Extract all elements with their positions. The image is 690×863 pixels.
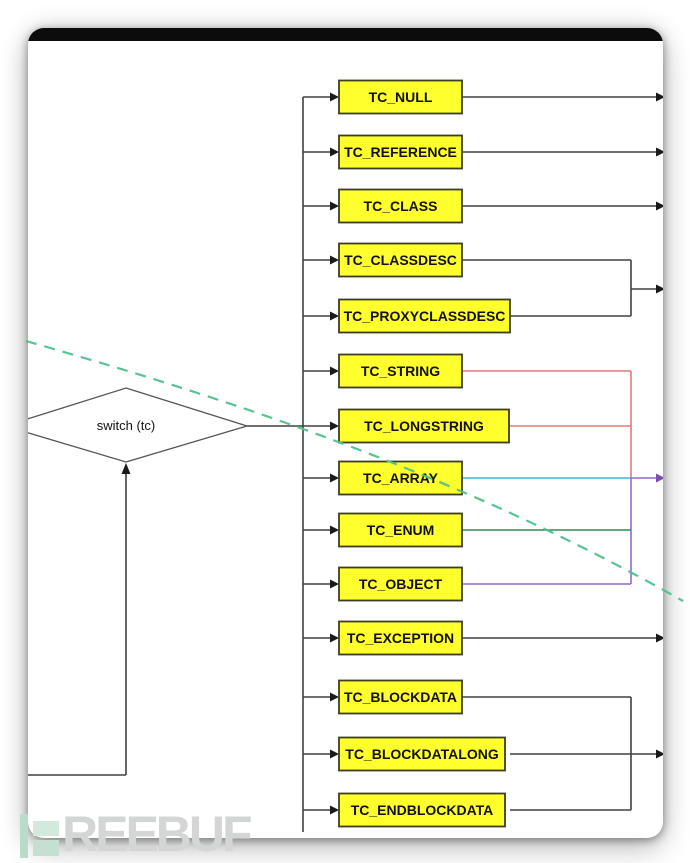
node-tc-classdesc	[338, 242, 463, 278]
node-tc-reference	[338, 134, 463, 170]
diagram-card: switch (tc) TC_NULL TC_REFERENCE TC_CLASS TC…	[28, 28, 663, 838]
tc-blockdatalong-exit-line-arrowhead	[656, 749, 663, 759]
tc-reference-exit-line-arrowhead	[656, 147, 663, 157]
node-label-tc-classdesc: TC_CLASSDESC	[344, 252, 457, 268]
branch-arrowhead-tc-classdesc	[330, 255, 339, 265]
branch-arrowhead-tc-class	[330, 201, 339, 211]
node-label-tc-reference: TC_REFERENCE	[344, 144, 457, 160]
branch-arrowhead-tc-proxyclassdesc	[330, 311, 339, 321]
branch-arrowhead-tc-array	[330, 473, 339, 483]
loopback-vertical-line-arrowhead	[121, 463, 131, 474]
branch-arrowhead-tc-blockdatalong	[330, 749, 339, 759]
freebuf-logo-bar	[20, 814, 28, 858]
node-label-tc-class: TC_CLASS	[364, 198, 438, 214]
freebuf-watermark: REEBUF	[18, 806, 253, 862]
branch-arrowhead-tc-null	[330, 92, 339, 102]
node-tc-class	[338, 188, 463, 224]
node-label-tc-blockdata: TC_BLOCKDATA	[344, 689, 457, 705]
node-tc-proxyclassdesc	[338, 298, 511, 334]
node-label-tc-exception: TC_EXCEPTION	[347, 630, 454, 646]
branch-arrowhead-tc-string	[330, 366, 339, 376]
branch-arrowhead-tc-blockdata	[330, 692, 339, 702]
node-label-tc-longstring: TC_LONGSTRING	[364, 418, 484, 434]
node-label-tc-proxyclassdesc: TC_PROXYCLASSDESC	[344, 308, 506, 324]
tc-class-exit-line-arrowhead	[656, 201, 663, 211]
branch-arrowhead-tc-exception	[330, 633, 339, 643]
node-tc-blockdatalong	[338, 736, 506, 772]
branch-arrowhead-tc-object	[330, 579, 339, 589]
freebuf-logo-block-bottom	[33, 840, 59, 856]
branch-arrowhead-tc-reference	[330, 147, 339, 157]
branch-arrowhead-tc-longstring	[330, 421, 339, 431]
branch-arrowhead-tc-endblockdata	[330, 805, 339, 815]
tc-exception-exit-line-arrowhead	[656, 633, 663, 643]
object-group-exit-line-arrowhead	[656, 473, 663, 483]
node-label-tc-object: TC_OBJECT	[359, 576, 443, 592]
tc-null-exit-line-arrowhead	[656, 92, 663, 102]
switch-decision-label: switch (tc)	[97, 418, 156, 433]
card-topbar	[28, 28, 663, 41]
node-label-tc-endblockdata: TC_ENDBLOCKDATA	[351, 802, 494, 818]
freebuf-logo-block-top	[33, 821, 59, 836]
flowchart: switch (tc) TC_NULL TC_REFERENCE TC_CLASS TC…	[28, 79, 663, 832]
freebuf-watermark-text: REEBUF	[62, 806, 253, 862]
node-label-tc-string: TC_STRING	[361, 363, 440, 379]
node-tc-blockdata	[338, 679, 463, 715]
classdesc-merge-exit-line-arrowhead	[656, 284, 663, 294]
node-tc-null	[338, 79, 463, 115]
freebuf-logo-icon	[20, 814, 59, 858]
node-label-tc-blockdatalong: TC_BLOCKDATALONG	[345, 746, 499, 762]
node-label-tc-array: TC_ARRAY	[363, 470, 439, 486]
node-tc-endblockdata	[338, 792, 506, 828]
node-label-tc-enum: TC_ENUM	[367, 522, 435, 538]
branch-arrowhead-tc-enum	[330, 525, 339, 535]
node-label-tc-null: TC_NULL	[369, 89, 433, 105]
node-tc-exception	[338, 620, 463, 656]
